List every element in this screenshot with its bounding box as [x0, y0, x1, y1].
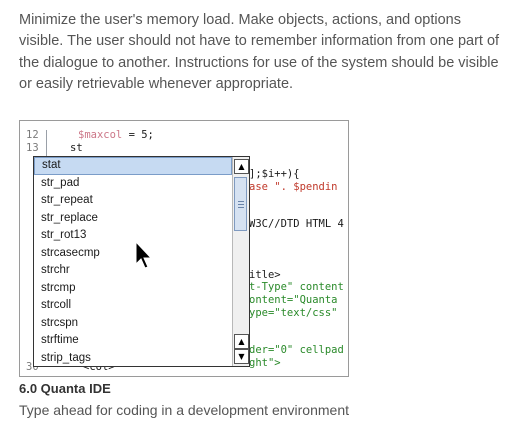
intro-line: or easily retrievable whenever appropria…: [19, 75, 294, 92]
autocomplete-item[interactable]: strip_tags: [41, 351, 91, 364]
fold-marker: [46, 130, 47, 146]
autocomplete-item[interactable]: strcasecmp: [41, 246, 100, 259]
autocomplete-item[interactable]: str_replace: [41, 211, 98, 224]
quanta-ide-screenshot: 12 13 30 $maxcol = 5; st ];$i++){ase ". …: [19, 120, 349, 377]
autocomplete-item[interactable]: str_rot13: [41, 229, 87, 241]
code-fragment: ght">: [249, 357, 281, 369]
autocomplete-item[interactable]: strcmp: [41, 281, 76, 294]
caption-text: Type ahead for coding in a development e…: [19, 402, 349, 418]
code-fragment: W3C//DTD HTML 4: [249, 218, 344, 231]
intro-line: visible. The user should not have to rem…: [19, 33, 500, 50]
autocomplete-item-selected[interactable]: stat: [34, 157, 232, 175]
autocomplete-item[interactable]: str_pad: [41, 176, 80, 189]
code-fragment: der="0" cellpad: [249, 344, 344, 357]
code-fragment: ontent="Quanta: [249, 294, 338, 306]
scroll-thumb[interactable]: [234, 177, 247, 231]
code-assign: = 5;: [122, 129, 154, 141]
autocomplete-item[interactable]: strchr: [41, 264, 70, 276]
code-line-12[interactable]: $maxcol = 5;: [78, 129, 154, 142]
thumb-grip: [238, 207, 244, 208]
thumb-grip: [238, 201, 244, 202]
code-fragment: t-Type" content: [249, 281, 344, 294]
autocomplete-item[interactable]: strftime: [41, 334, 79, 346]
caption-title: 6.0 Quanta IDE: [19, 381, 111, 396]
intro-line: the dialogue to another. Instructions fo…: [19, 54, 499, 71]
code-line-13[interactable]: st: [70, 142, 83, 154]
line-number: 13: [26, 142, 39, 154]
code-variable: $maxcol: [78, 129, 123, 141]
autocomplete-item[interactable]: str_repeat: [41, 194, 93, 206]
autocomplete-item[interactable]: strcspn: [41, 316, 79, 329]
scroll-down-button[interactable]: ▼: [234, 349, 249, 364]
intro-paragraph: Minimize the user's memory load. Make ob…: [19, 10, 503, 95]
mouse-pointer-icon: [135, 241, 153, 269]
code-fragment: ype="text/css": [249, 306, 338, 319]
fold-marker: [46, 143, 47, 159]
line-number: 12: [26, 129, 39, 141]
thumb-grip: [238, 204, 244, 205]
code-fragment: ase ". $pendin: [249, 180, 338, 193]
code-fragment: ];$i++){: [249, 168, 300, 180]
scroll-up-button[interactable]: ▲: [234, 159, 249, 174]
code-fragment: itle>: [249, 268, 281, 281]
intro-line: Minimize the user's memory load. Make ob…: [19, 12, 461, 28]
autocomplete-scrollbar[interactable]: ▲ ▲ ▼: [232, 157, 249, 366]
scroll-up-button-lower[interactable]: ▲: [234, 334, 249, 349]
autocomplete-item[interactable]: strcoll: [41, 299, 72, 311]
